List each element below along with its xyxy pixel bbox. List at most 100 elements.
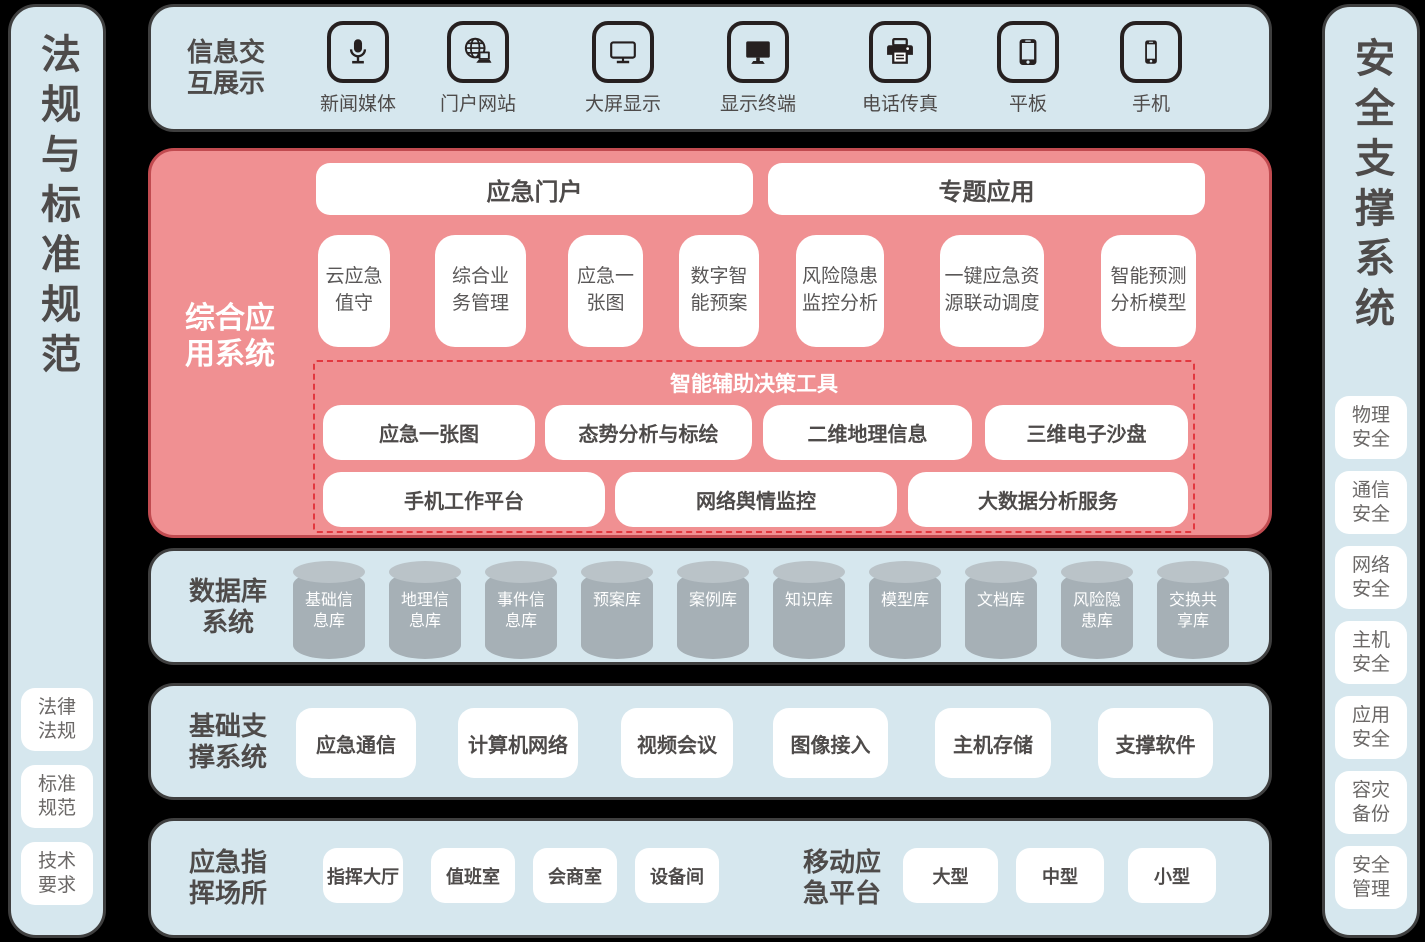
app-smart-prediction: 智能预测分析模型 (1101, 235, 1196, 347)
box-label: 应用安全 (1352, 704, 1391, 750)
icon-label: 电话传真 (862, 94, 939, 115)
app-risk-monitoring: 风险隐患监控分析 (796, 235, 884, 347)
globe-laptop-icon (447, 21, 509, 83)
box-label: 标准规范 (38, 773, 77, 819)
db-label: 知识库 (785, 592, 834, 609)
emergency-portal-header: 应急门户 (316, 163, 753, 215)
box-tech-requirements: 技术要求 (21, 842, 93, 905)
app-digital-plan: 数字智能预案 (679, 235, 759, 347)
tool-public-opinion: 网络舆情监控 (615, 472, 897, 527)
db-cases: 案例库 (677, 561, 749, 659)
info-item-mobile-phone: 手机 (1113, 21, 1189, 116)
db-basic-info: 基础信息库 (293, 561, 365, 659)
box-label: 法律法规 (38, 696, 77, 742)
info-item-phone-fax: 电话传真 (862, 21, 938, 116)
db-label: 模型库 (881, 592, 930, 609)
info-item-tablet: 平板 (990, 21, 1066, 116)
info-display-label: 信息交互展示 (187, 36, 266, 98)
info-item-news-media: 新闻媒体 (320, 21, 396, 116)
info-display-panel: 信息交互展示 新闻媒体 (148, 4, 1272, 132)
app-one-key-dispatch: 一键应急资源联动调度 (940, 235, 1044, 347)
database-cylinders: 基础信息库 地理信息库 事件信息库 预案库 案例库 知识库 模型库 (293, 561, 1229, 659)
app-label: 数字智能预案 (690, 266, 748, 314)
support-software: 支撑软件 (1098, 708, 1213, 778)
support-video-conference: 视频会议 (621, 708, 733, 778)
info-item-portal-site: 门户网站 (440, 21, 516, 116)
microphone-icon (327, 21, 389, 83)
db-label: 地理信息库 (401, 592, 450, 630)
support-computer-network: 计算机网络 (458, 708, 578, 778)
fax-printer-icon (869, 21, 931, 83)
app-label: 应急一张图 (577, 266, 635, 314)
db-label: 基础信息库 (305, 592, 354, 630)
db-label: 案例库 (689, 592, 738, 609)
database-system-panel: 数据库系统 基础信息库 地理信息库 事件信息库 预案库 案例库 知识库 (148, 548, 1272, 665)
box-host-security: 主机安全 (1335, 621, 1407, 684)
db-models: 模型库 (869, 561, 941, 659)
right-sidebar-title: 安全支撑系统 (1349, 37, 1393, 337)
box-disaster-recovery: 容灾备份 (1335, 771, 1407, 834)
db-label: 预案库 (593, 592, 642, 609)
app-label: 云应急值守 (325, 266, 383, 314)
support-image-access: 图像接入 (773, 708, 888, 778)
db-label: 交换共享库 (1169, 592, 1218, 630)
app-label: 综合业务管理 (452, 266, 510, 314)
monitor-outline-icon (592, 21, 654, 83)
phone-icon (1120, 21, 1182, 83)
db-knowledge: 知识库 (773, 561, 845, 659)
right-sidebar-security: 安全支撑系统 物理安全 通信安全 网络安全 主机安全 应用安全 容灾备份 安全管… (1322, 4, 1420, 938)
tablet-icon (997, 21, 1059, 83)
box-laws: 法律法规 (21, 688, 93, 751)
platform-small: 小型 (1128, 848, 1216, 903)
box-label: 物理安全 (1352, 404, 1391, 450)
mobile-platform-label: 移动应急平台 (803, 846, 882, 908)
left-sidebar-title: 法规与标准规范 (35, 33, 79, 383)
box-application-security: 应用安全 (1335, 696, 1407, 759)
icon-label: 门户网站 (440, 94, 517, 115)
info-item-display-terminal: 显示终端 (720, 21, 796, 116)
icon-label: 手机 (1131, 94, 1170, 115)
box-label: 安全管理 (1352, 854, 1391, 900)
app-label: 智能预测分析模型 (1110, 266, 1187, 314)
db-label: 风险隐患库 (1073, 592, 1122, 630)
db-label: 文档库 (977, 592, 1026, 609)
app-cloud-duty: 云应急值守 (318, 235, 390, 347)
app-label: 一键应急资源联动调度 (944, 266, 1040, 314)
tool-situation-analysis: 态势分析与标绘 (545, 405, 752, 460)
icon-label: 显示终端 (720, 94, 797, 115)
box-physical-security: 物理安全 (1335, 396, 1407, 459)
db-plans: 预案库 (581, 561, 653, 659)
decision-tools-title: 智能辅助决策工具 (670, 373, 838, 396)
box-label: 网络安全 (1352, 554, 1391, 600)
tool-3d-sandbox: 三维电子沙盘 (985, 405, 1188, 460)
right-sidebar-boxes: 物理安全 通信安全 网络安全 主机安全 应用安全 容灾备份 安全管理 (1325, 396, 1417, 909)
box-standards: 标准规范 (21, 765, 93, 828)
app-emergency-map: 应急一张图 (568, 235, 643, 347)
left-sidebar-regulations: 法规与标准规范 法律法规 标准规范 技术要求 (8, 4, 106, 938)
db-risk-hazard: 风险隐患库 (1061, 561, 1133, 659)
command-sites-label: 应急指挥场所 (189, 846, 268, 908)
tool-emergency-map: 应急一张图 (323, 405, 535, 460)
application-system-label: 综合应用系统 (185, 302, 275, 371)
base-support-label: 基础支撑系统 (189, 710, 268, 772)
site-command-hall: 指挥大厅 (323, 848, 403, 903)
application-system-panel: 综合应用系统 应急门户 专题应用 云应急值守 综合业务管理 应急一张图 数字智能… (148, 148, 1272, 538)
platform-medium: 中型 (1016, 848, 1104, 903)
db-documents: 文档库 (965, 561, 1037, 659)
db-label: 事件信息库 (497, 592, 546, 630)
database-system-label: 数据库系统 (189, 575, 268, 637)
decision-tools-group: 智能辅助决策工具 应急一张图 态势分析与标绘 二维地理信息 三维电子沙盘 手机工… (313, 360, 1195, 533)
tool-mobile-platform: 手机工作平台 (323, 472, 605, 527)
box-label: 容灾备份 (1352, 779, 1391, 825)
support-emergency-comms: 应急通信 (296, 708, 416, 778)
info-item-big-screen: 大屏显示 (585, 21, 661, 116)
db-event-info: 事件信息库 (485, 561, 557, 659)
site-equipment-room: 设备间 (635, 848, 719, 903)
topic-application-header: 专题应用 (768, 163, 1205, 215)
box-communication-security: 通信安全 (1335, 471, 1407, 534)
db-exchange-share: 交换共享库 (1157, 561, 1229, 659)
icon-label: 大屏显示 (585, 94, 662, 115)
box-label: 通信安全 (1352, 479, 1391, 525)
site-duty-room: 值班室 (431, 848, 515, 903)
platform-large: 大型 (903, 848, 998, 903)
